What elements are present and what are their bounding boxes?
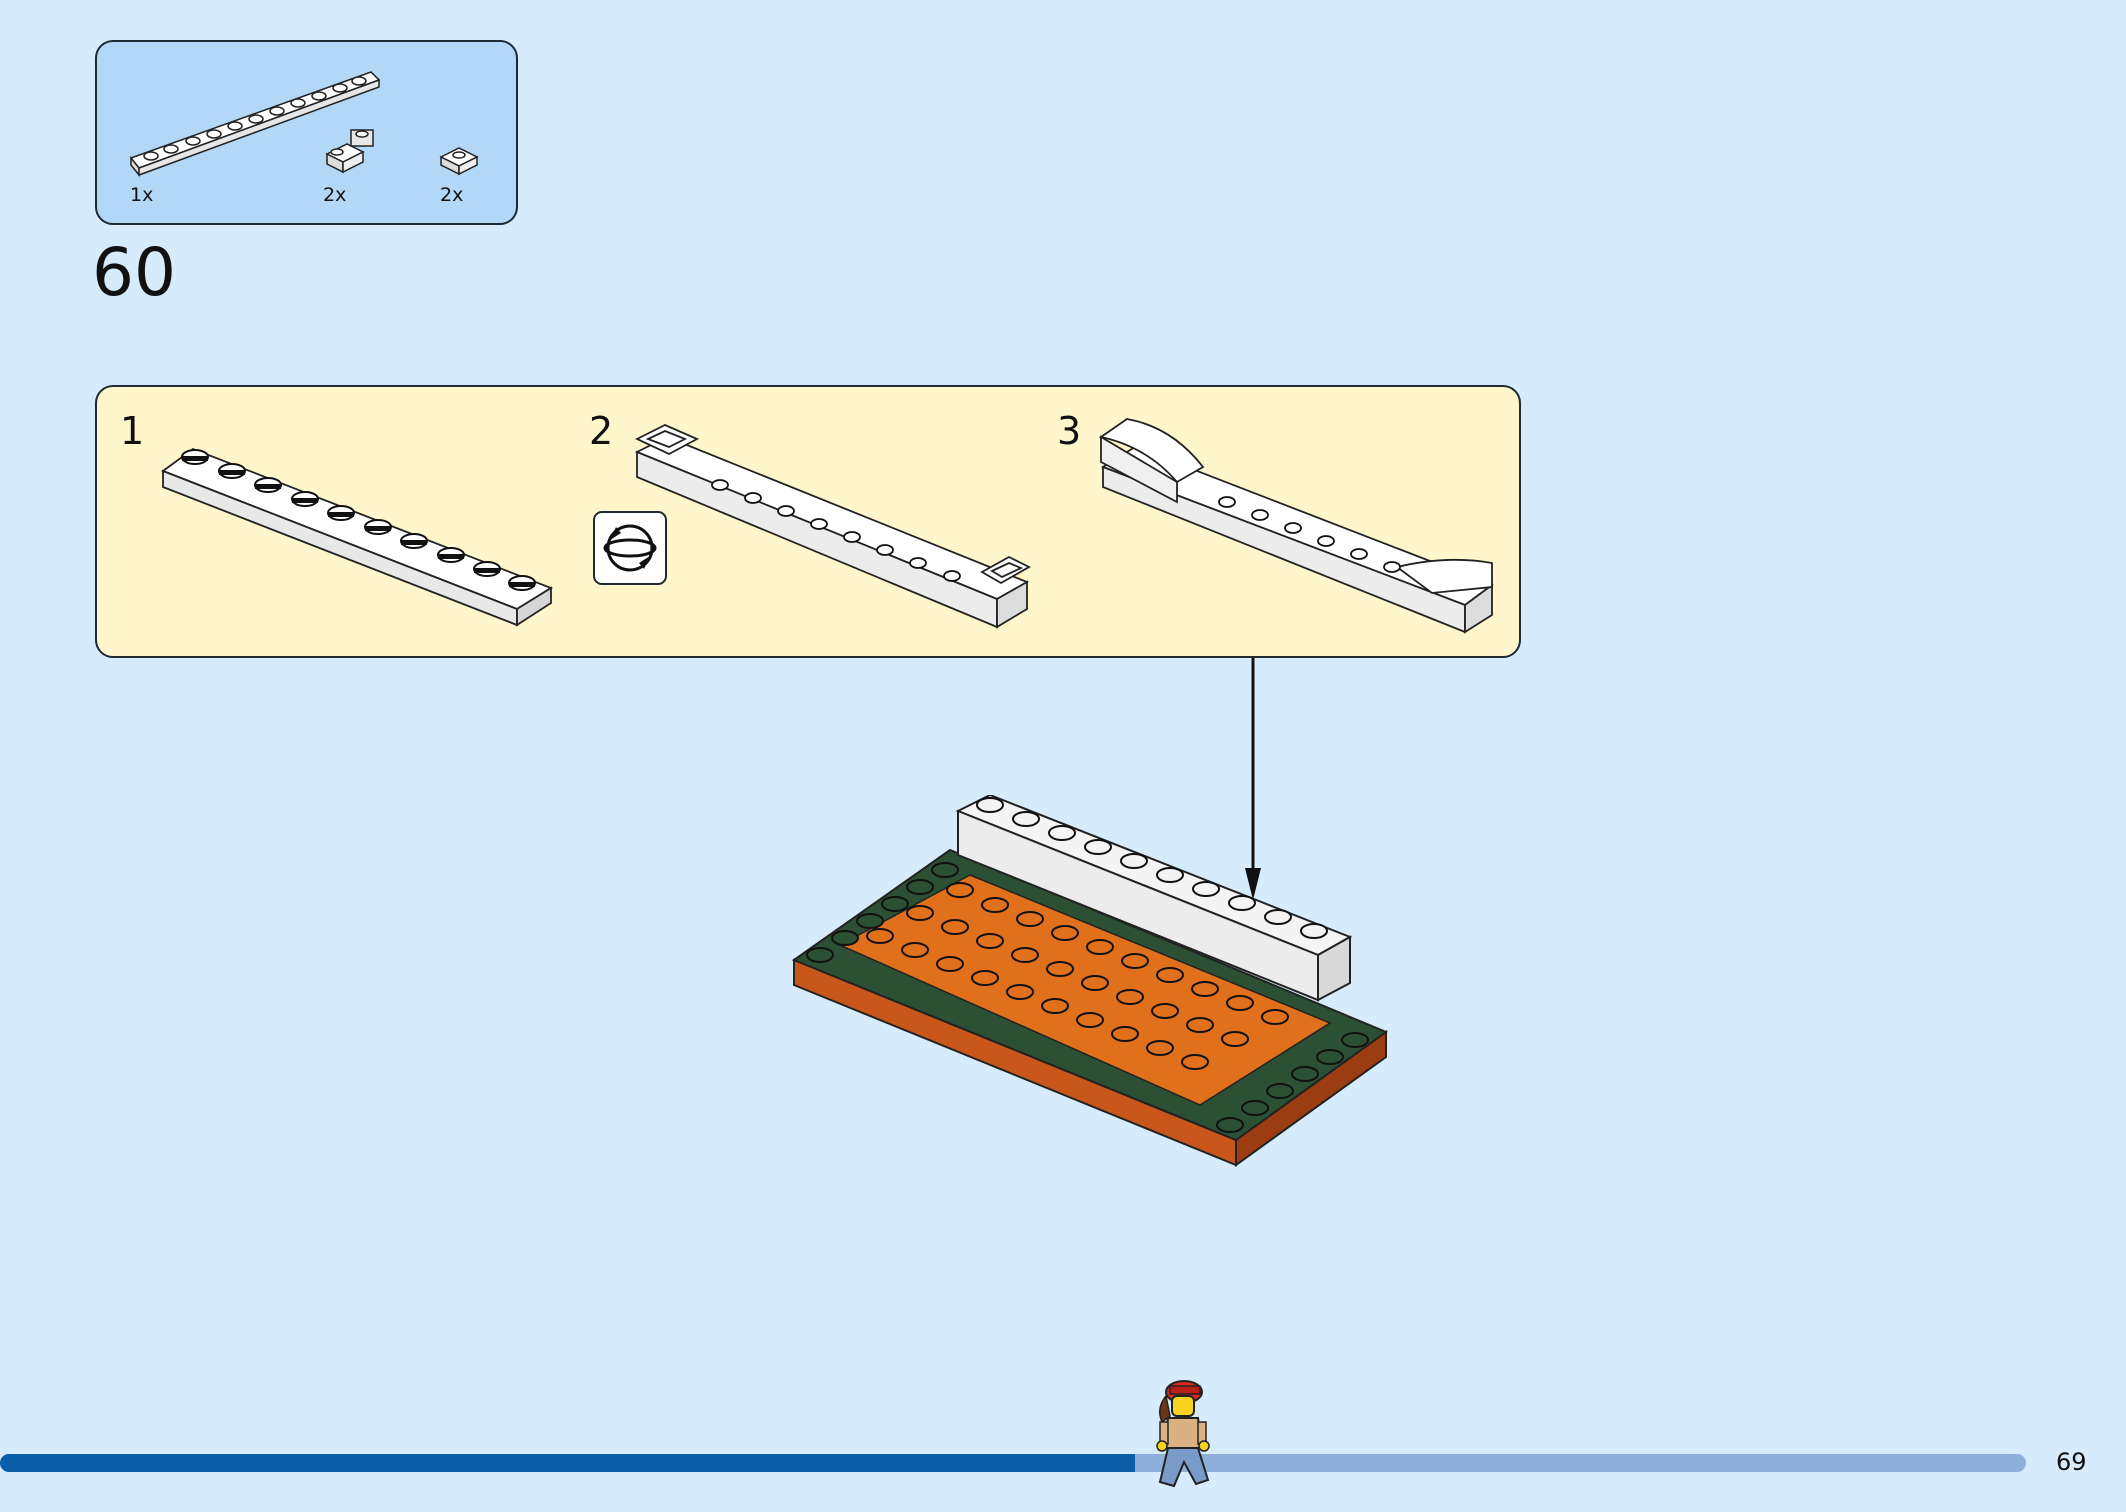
parts-callout: 1x 2x 2x xyxy=(95,40,518,225)
sub-step-panel: 1 2 3 xyxy=(95,385,1521,658)
progress-track xyxy=(0,1454,2026,1472)
substep2-assembly xyxy=(634,424,1031,629)
sub-step-label: 3 xyxy=(1057,409,1082,453)
sub-step-label: 1 xyxy=(120,409,145,453)
sub-step-illustrations xyxy=(161,418,1494,634)
parts-illustration xyxy=(129,71,479,178)
small-plate-part xyxy=(439,147,479,176)
sub-step-label: 2 xyxy=(589,409,614,453)
progress-fill xyxy=(0,1454,1135,1472)
rotate-model-icon xyxy=(593,511,667,585)
step-number: 60 xyxy=(92,234,176,311)
part-qty: 2x xyxy=(323,184,347,206)
part-qty: 2x xyxy=(440,184,464,206)
minifigure-icon xyxy=(1156,1380,1210,1488)
page-number: 69 xyxy=(2056,1448,2087,1476)
main-model-illustration xyxy=(791,795,1389,1167)
part-qty: 1x xyxy=(130,184,154,206)
bracket-part xyxy=(325,129,374,174)
connector-arrow xyxy=(1245,658,1261,900)
